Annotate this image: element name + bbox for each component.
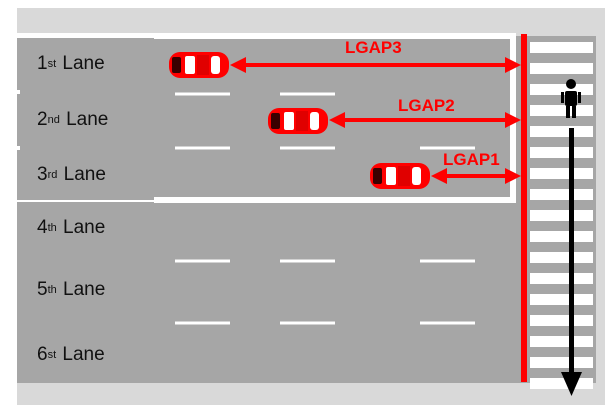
crosswalk-stripe xyxy=(530,252,593,263)
crosswalk-stripe xyxy=(530,105,593,116)
car-icon xyxy=(169,52,229,78)
crosswalk-stripe xyxy=(530,336,593,347)
gap-arrow-lgap2 xyxy=(329,112,521,128)
crosswalk-stripe xyxy=(530,315,593,326)
car-icon xyxy=(268,108,328,134)
crosswalk-stripe xyxy=(530,42,593,53)
crosswalk xyxy=(527,36,596,389)
crosswalk-stripe xyxy=(530,189,593,200)
outer-border-top xyxy=(17,8,605,36)
outer-border-bottom xyxy=(17,383,605,405)
stop-line xyxy=(521,34,527,382)
crosswalk-stripe xyxy=(530,126,593,137)
crosswalk-stripe xyxy=(530,63,593,74)
crosswalk-stripe xyxy=(530,210,593,221)
crosswalk-stripe xyxy=(530,231,593,242)
car-icon xyxy=(370,163,430,189)
gap-label-lgap2: LGAP2 xyxy=(398,96,455,115)
gap-label-lgap1: LGAP1 xyxy=(443,150,500,169)
crosswalk-stripe xyxy=(530,273,593,284)
pedestrian-icon xyxy=(561,79,581,118)
crosswalk-stripe xyxy=(530,294,593,305)
crosswalk-stripe xyxy=(530,357,593,368)
crosswalk-stripe xyxy=(530,84,593,95)
gap-label-lgap3: LGAP3 xyxy=(345,38,402,57)
gap-arrow-lgap1 xyxy=(431,168,521,184)
crosswalk-stripe xyxy=(530,378,593,389)
crosswalk-stripe xyxy=(530,147,593,158)
gap-arrow-lgap3 xyxy=(230,57,521,73)
outer-border-right xyxy=(596,8,605,405)
down-arrow-icon xyxy=(561,128,582,396)
crosswalk-stripe xyxy=(530,168,593,179)
lane-markings xyxy=(175,92,475,325)
